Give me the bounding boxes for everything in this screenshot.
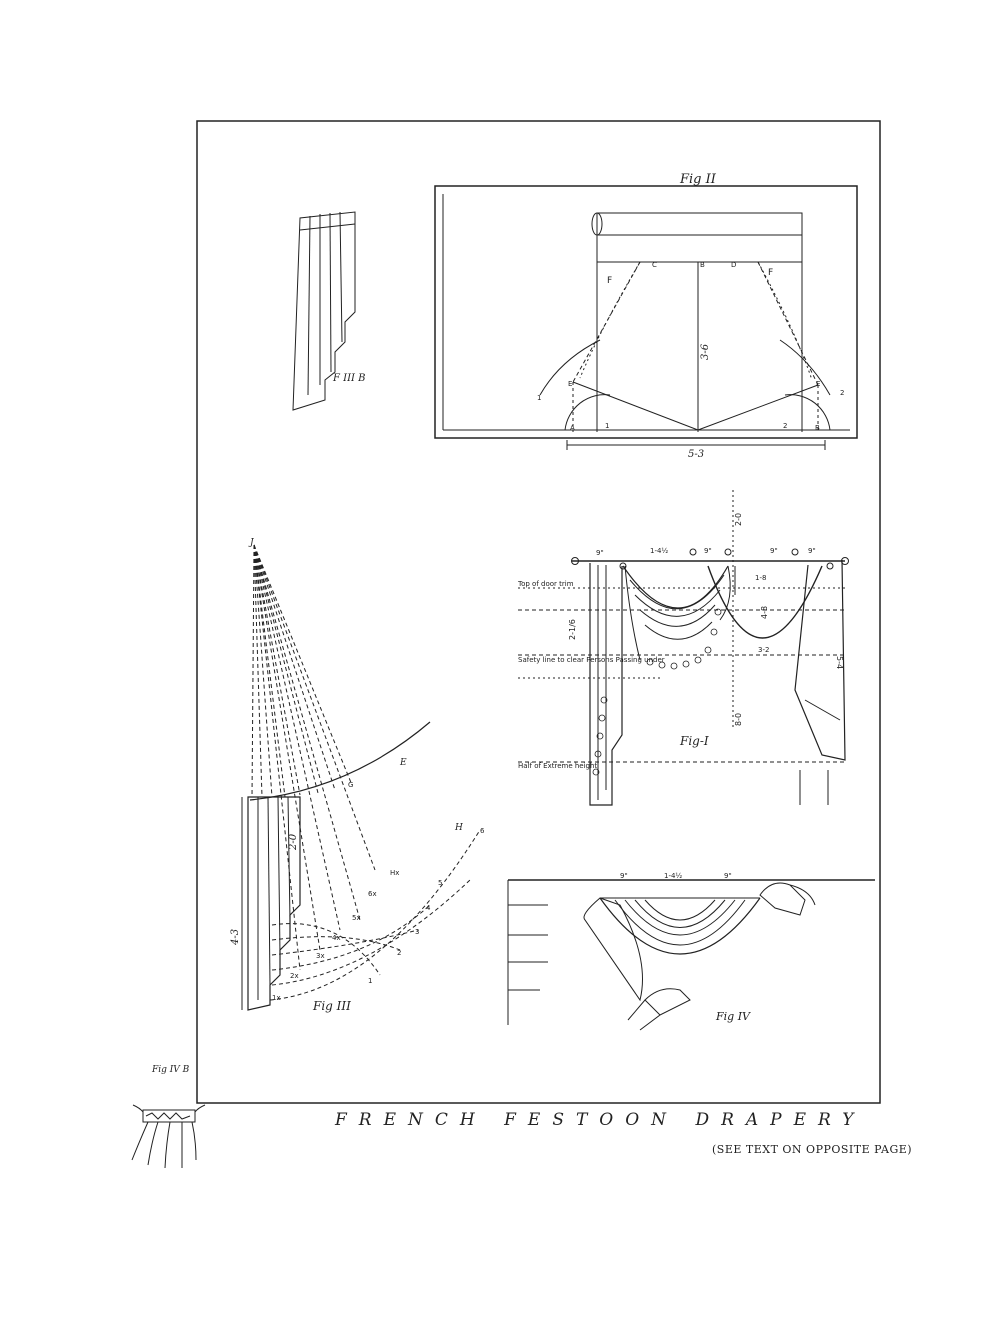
fig2-label-e-left: E [568,380,572,388]
fig3-label: Fig III [312,999,351,1013]
fig1-dim-1-8: 1-8 [755,574,766,582]
fig2-label-b-bottom: B [815,424,820,432]
fig2-label-e-right: E [816,380,820,388]
fig1-dim-5-4: 5-4 [835,656,844,669]
fig2-label-c: C [652,261,657,269]
figure-2 [434,185,858,450]
figure-4b [131,1104,206,1169]
fig1-dim-9-b: 9" [704,547,712,555]
fig1-dim-9-c: 9" [808,547,816,555]
fig3-mark-6x: 6x [368,890,377,898]
figure-1 [518,490,849,806]
fig1-dim-2-1-6: 2-1/6 [568,619,577,640]
fig3-curve-3: 3 [415,928,419,936]
fig3-curve-1: 1 [368,977,372,985]
fig1-dim-4-8: 4-8 [760,606,769,619]
fig3-dim-side: 4-3 [230,929,241,946]
fig1-label: Fig-I [679,734,709,748]
fig2-label-d: D [731,261,736,269]
fig4-dim-1-4: 1-4½ [664,872,682,880]
fig3-mark-2x: 2x [290,972,299,980]
fig3-mark-1x: 1x [272,994,281,1002]
fig3-curve-h: H [454,823,463,833]
fig4-label: Fig IV [715,1010,751,1023]
figure-3 [241,544,481,1011]
fig2-label-1-left: 1 [537,394,541,402]
outer-frame [196,120,881,1104]
fig3-mark-g: G [348,781,353,789]
fig3-curve-4: 4 [426,904,431,912]
fig1-dim-9-d: 9" [770,547,778,555]
fig1-note-half-height: Half of Extreme height [518,762,597,770]
fig1-dim-1-4: 1-4½ [650,547,668,555]
fig3-dim-inner: 2-0 [288,833,299,851]
fig1-dim-3-2: 3-2 [758,646,769,654]
fig3-curve-e: E [399,758,407,768]
fig2-label-b: B [700,261,705,269]
fig1-dim-9-a: 9" [596,549,604,557]
fig2-label-f-left: F [607,276,612,286]
caption-title: FRENCH FESTOON DRAPERY [335,1110,866,1130]
figure-4 [507,879,875,1031]
fig1-dim-2-0: 2-0 [734,513,743,526]
fig4-dim-9-right: 9" [724,872,732,880]
fig2-dim-bottom: 5-3 [688,449,704,460]
fig3-mark-hx: Hx [390,869,399,877]
fig2-label: Fig II [679,172,717,187]
fig3-curve-6: 6 [480,827,485,835]
fig3-apex: J [248,538,255,548]
fig3b-label: F III B [332,373,366,384]
fig1-note-door-trim: Top of door trim [517,580,574,588]
figure-3b [292,211,356,411]
fig2-label-f-right: F [768,268,773,278]
fig3-mark-3x: 3x [316,952,325,960]
fig3-curve-2: 2 [397,949,401,957]
fig3-curve-5: 5 [438,879,442,887]
fig2-dim-height: 3-6 [700,343,711,360]
fig2-label-1-bottom: 1 [605,422,609,430]
fig2-label-2-right: 2 [840,389,844,397]
fig2-label-2-bottom: 2 [783,422,787,430]
fig3-mark-4x: 4x [332,934,341,942]
fig3-mark-5x: 5x [352,914,361,922]
caption-subtitle: (SEE TEXT ON OPPOSITE PAGE) [712,1143,913,1156]
fig1-dim-8-0: 8-0 [734,713,743,726]
fig4-dim-9-left: 9" [620,872,628,880]
fig2-label-a: A [570,424,575,432]
fig1-note-safety-line: Safety line to clear Persons Passing und… [518,656,665,664]
fig4b-label: Fig IV B [151,1065,190,1075]
